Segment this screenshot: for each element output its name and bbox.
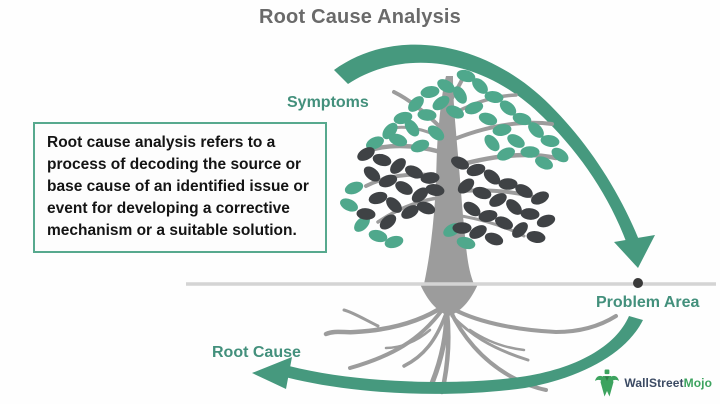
definition-line: event for developing a corrective [47,200,290,217]
arrowhead-left-icon [252,357,292,389]
dark-leaves [356,147,556,246]
symptoms-to-problem-arrow [334,44,655,268]
logo-text-wallstreet: WallStreet [624,376,684,390]
problem-area-label: Problem Area [596,294,700,311]
definition-line: Root cause analysis refers to a [47,134,276,151]
logo-text-mojo: Mojo [683,376,712,390]
wallstreetmojo-mascot-icon [595,369,620,397]
tree-illustration [340,69,569,284]
problem-to-root-cause-arrow [252,316,643,394]
arrowhead-down-icon [614,235,655,268]
definition-line: mechanism or a suitable solution. [47,222,297,239]
problem-area-dot [633,278,643,288]
definition-line: base cause of an identified issue or [47,178,309,195]
diagram-title: Root Cause Analysis [258,6,461,28]
wallstreetmojo-logo: WallStreetMojo [594,369,712,397]
wallstreetmojo-wordmark: WallStreetMojo [624,376,712,390]
definition-line: process of decoding the source or [47,156,302,173]
definition-box: Root cause analysis refers to a process … [33,122,327,253]
symptoms-label: Symptoms [287,94,369,111]
root-cause-label: Root Cause [212,344,301,361]
tree-roots [323,284,618,395]
